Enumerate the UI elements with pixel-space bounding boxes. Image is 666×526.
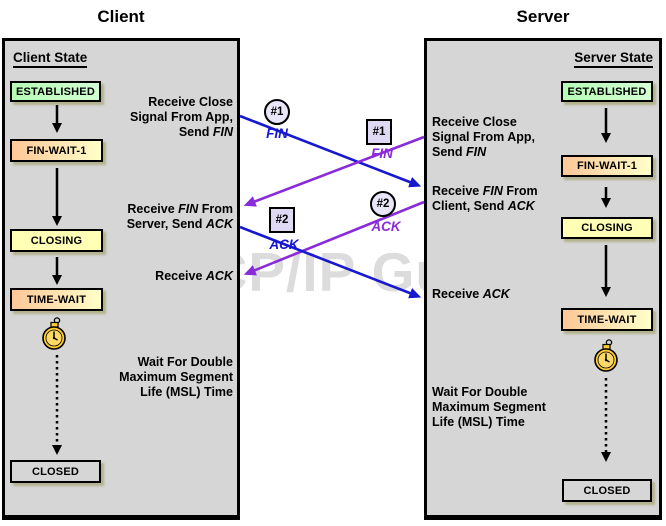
server-annotation-receive-ack: Receive ACK xyxy=(432,287,510,301)
client-state-closed: CLOSED xyxy=(10,460,101,483)
client-fin-label: FIN xyxy=(266,126,288,141)
server-ack-label: ACK xyxy=(371,219,401,234)
client-state-closing: CLOSING xyxy=(10,229,103,252)
client-fin-badge: #1 xyxy=(264,99,290,125)
server-state-time-wait: TIME-WAIT xyxy=(561,308,653,331)
client-ack-label: ACK xyxy=(269,237,299,252)
server-state-established: ESTABLISHED xyxy=(561,81,653,102)
server-state-heading: Server State xyxy=(574,50,653,68)
client-title: Client xyxy=(97,7,145,26)
server-state-closing: CLOSING xyxy=(561,217,653,239)
client-state-established: ESTABLISHED xyxy=(10,81,101,102)
client-state-panel xyxy=(2,38,240,520)
client-ack-badge: #2 xyxy=(269,207,295,233)
server-ack-badge: #2 xyxy=(370,191,396,217)
server-fin-label: FIN xyxy=(371,146,393,161)
server-state-fin-wait-1: FIN-WAIT-1 xyxy=(561,155,653,177)
server-timer-clock-icon xyxy=(594,339,618,372)
client-timer-clock-icon xyxy=(42,317,66,350)
server-state-panel xyxy=(424,38,662,520)
server-fin-badge: #1 xyxy=(366,119,392,145)
server-state-closed: CLOSED xyxy=(562,479,652,502)
client-annotation-receive-ack: Receive ACK xyxy=(155,269,233,283)
client-state-heading: Client State xyxy=(13,50,88,68)
server-title: Server xyxy=(516,7,570,26)
client-state-fin-wait-1: FIN-WAIT-1 xyxy=(10,139,103,162)
client-state-time-wait: TIME-WAIT xyxy=(10,288,103,311)
